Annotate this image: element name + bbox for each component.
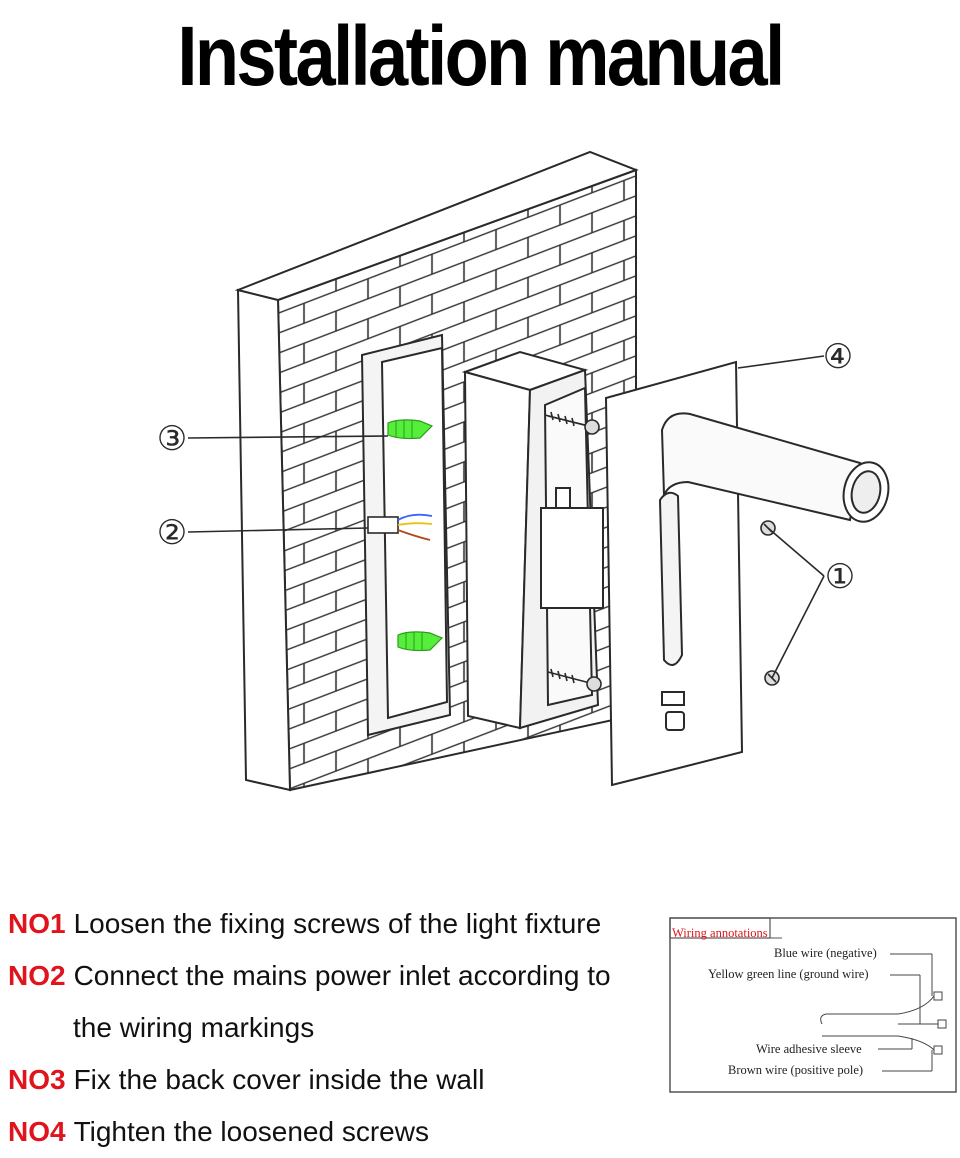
wiring-title: Wiring annotations bbox=[672, 926, 768, 940]
label-brown-wire: Brown wire (positive pole) bbox=[728, 1063, 864, 1077]
wall-recess bbox=[360, 333, 452, 737]
wiring-annotations-box: Wiring annotations Blue wire (negative) … bbox=[662, 916, 958, 1094]
label-blue-wire: Blue wire (negative) bbox=[774, 946, 877, 960]
label-yellow-green-line: Yellow green line (ground wire) bbox=[708, 967, 869, 981]
box-screw-bottom bbox=[547, 668, 602, 692]
wall-anchor-bottom bbox=[397, 631, 444, 652]
leader-lines bbox=[187, 355, 825, 679]
page-title: Installation manual bbox=[177, 9, 785, 103]
back-box bbox=[461, 350, 604, 730]
callout-2: ② bbox=[157, 513, 187, 553]
callout-3: ③ bbox=[157, 419, 187, 459]
step-2-continued: the wiring markings bbox=[73, 1012, 315, 1043]
box-screw-top bbox=[544, 411, 600, 435]
callout-1: ① bbox=[825, 557, 855, 597]
installation-diagram: ④ ③ ② ① bbox=[157, 150, 890, 792]
mains-cable bbox=[367, 513, 433, 541]
fixture-plate bbox=[604, 360, 890, 787]
wiring-diagram bbox=[669, 917, 957, 1093]
label-wire-adhesive-sleeve: Wire adhesive sleeve bbox=[756, 1042, 862, 1056]
callout-4: ④ bbox=[823, 337, 853, 377]
wall-anchor-top bbox=[387, 419, 434, 440]
